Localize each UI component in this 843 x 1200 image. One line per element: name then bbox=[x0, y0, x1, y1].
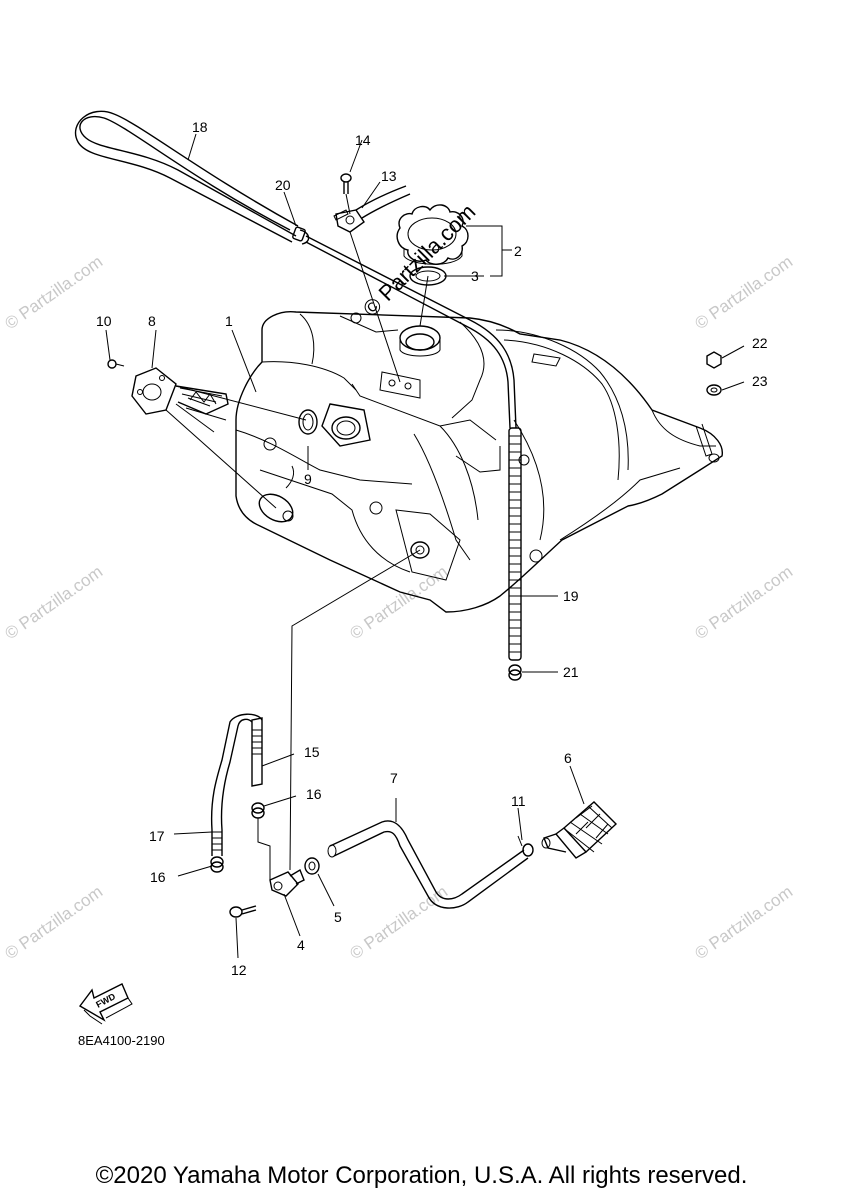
callout-5: 5 bbox=[334, 909, 342, 925]
vent-line bbox=[305, 235, 517, 429]
diagram-code: 8EA4100-2190 bbox=[78, 1033, 165, 1048]
fuel-cap-2 bbox=[396, 204, 469, 265]
callout-4: 4 bbox=[297, 937, 305, 953]
watermark: © Partzilla.com bbox=[691, 562, 796, 643]
callout-15: 15 bbox=[304, 744, 320, 760]
callout-1: 1 bbox=[225, 313, 233, 329]
clip-11 bbox=[517, 835, 534, 857]
clip-21 bbox=[508, 664, 522, 681]
watermark: © Partzilla.com bbox=[1, 562, 106, 643]
callout-14: 14 bbox=[355, 132, 371, 148]
watermark: © Partzilla.com bbox=[1, 882, 106, 963]
screw-12 bbox=[229, 905, 257, 918]
callouts: 18 20 14 13 2 3 10 8 1 9 22 23 19 21 15 … bbox=[96, 119, 768, 978]
callout-20: 20 bbox=[275, 177, 291, 193]
watermark: © Partzilla.com bbox=[346, 882, 451, 963]
callout-9: 9 bbox=[304, 471, 312, 487]
callout-16-lower: 16 bbox=[150, 869, 166, 885]
assembly-lines bbox=[165, 193, 429, 880]
callout-21: 21 bbox=[563, 664, 579, 680]
copyright-footer: ©2020 Yamaha Motor Corporation, U.S.A. A… bbox=[95, 1162, 748, 1189]
callout-6: 6 bbox=[564, 750, 572, 766]
screw-10 bbox=[107, 359, 125, 369]
hose-15 bbox=[251, 717, 263, 787]
fuel-filter-6 bbox=[541, 801, 618, 859]
washer-23 bbox=[706, 384, 722, 396]
fuel-cock-4 bbox=[269, 868, 305, 897]
watermark-layer: © Partzilla.com © Partzilla.com © Partzi… bbox=[1, 199, 796, 963]
watermark: © Partzilla.com bbox=[691, 252, 796, 333]
fuel-hose-7 bbox=[327, 820, 529, 909]
collar-5 bbox=[304, 857, 320, 875]
vent-hose-19 bbox=[508, 427, 522, 661]
watermark: © Partzilla.com bbox=[691, 882, 796, 963]
callout-13: 13 bbox=[381, 168, 397, 184]
callout-7: 7 bbox=[390, 770, 398, 786]
breather-fitting-13 bbox=[333, 185, 411, 233]
clip-16-lower bbox=[210, 856, 224, 873]
fuel-gauge-mount bbox=[321, 403, 371, 447]
callout-17: 17 bbox=[149, 828, 165, 844]
callout-19: 19 bbox=[563, 588, 579, 604]
nut-22 bbox=[706, 351, 722, 369]
callout-12: 12 bbox=[231, 962, 247, 978]
callout-23: 23 bbox=[752, 373, 768, 389]
fwd-label: FWD bbox=[94, 991, 117, 1010]
callout-10: 10 bbox=[96, 313, 112, 329]
callout-8: 8 bbox=[148, 313, 156, 329]
callout-22: 22 bbox=[752, 335, 768, 351]
hose-17 bbox=[210, 713, 263, 856]
callout-16-upper: 16 bbox=[306, 786, 322, 802]
callout-11: 11 bbox=[511, 793, 526, 809]
callout-3: 3 bbox=[471, 268, 479, 284]
leader-lines bbox=[105, 133, 745, 959]
clip-16-upper bbox=[251, 802, 265, 819]
clip-20 bbox=[292, 226, 306, 242]
watermark: © Partzilla.com bbox=[1, 252, 106, 333]
bolt-14 bbox=[340, 173, 352, 194]
fuel-tank-1 bbox=[235, 311, 723, 613]
forward-arrow-icon: FWD bbox=[78, 983, 133, 1025]
callout-18: 18 bbox=[192, 119, 208, 135]
callout-2: 2 bbox=[514, 243, 522, 259]
gasket-9 bbox=[298, 409, 318, 435]
